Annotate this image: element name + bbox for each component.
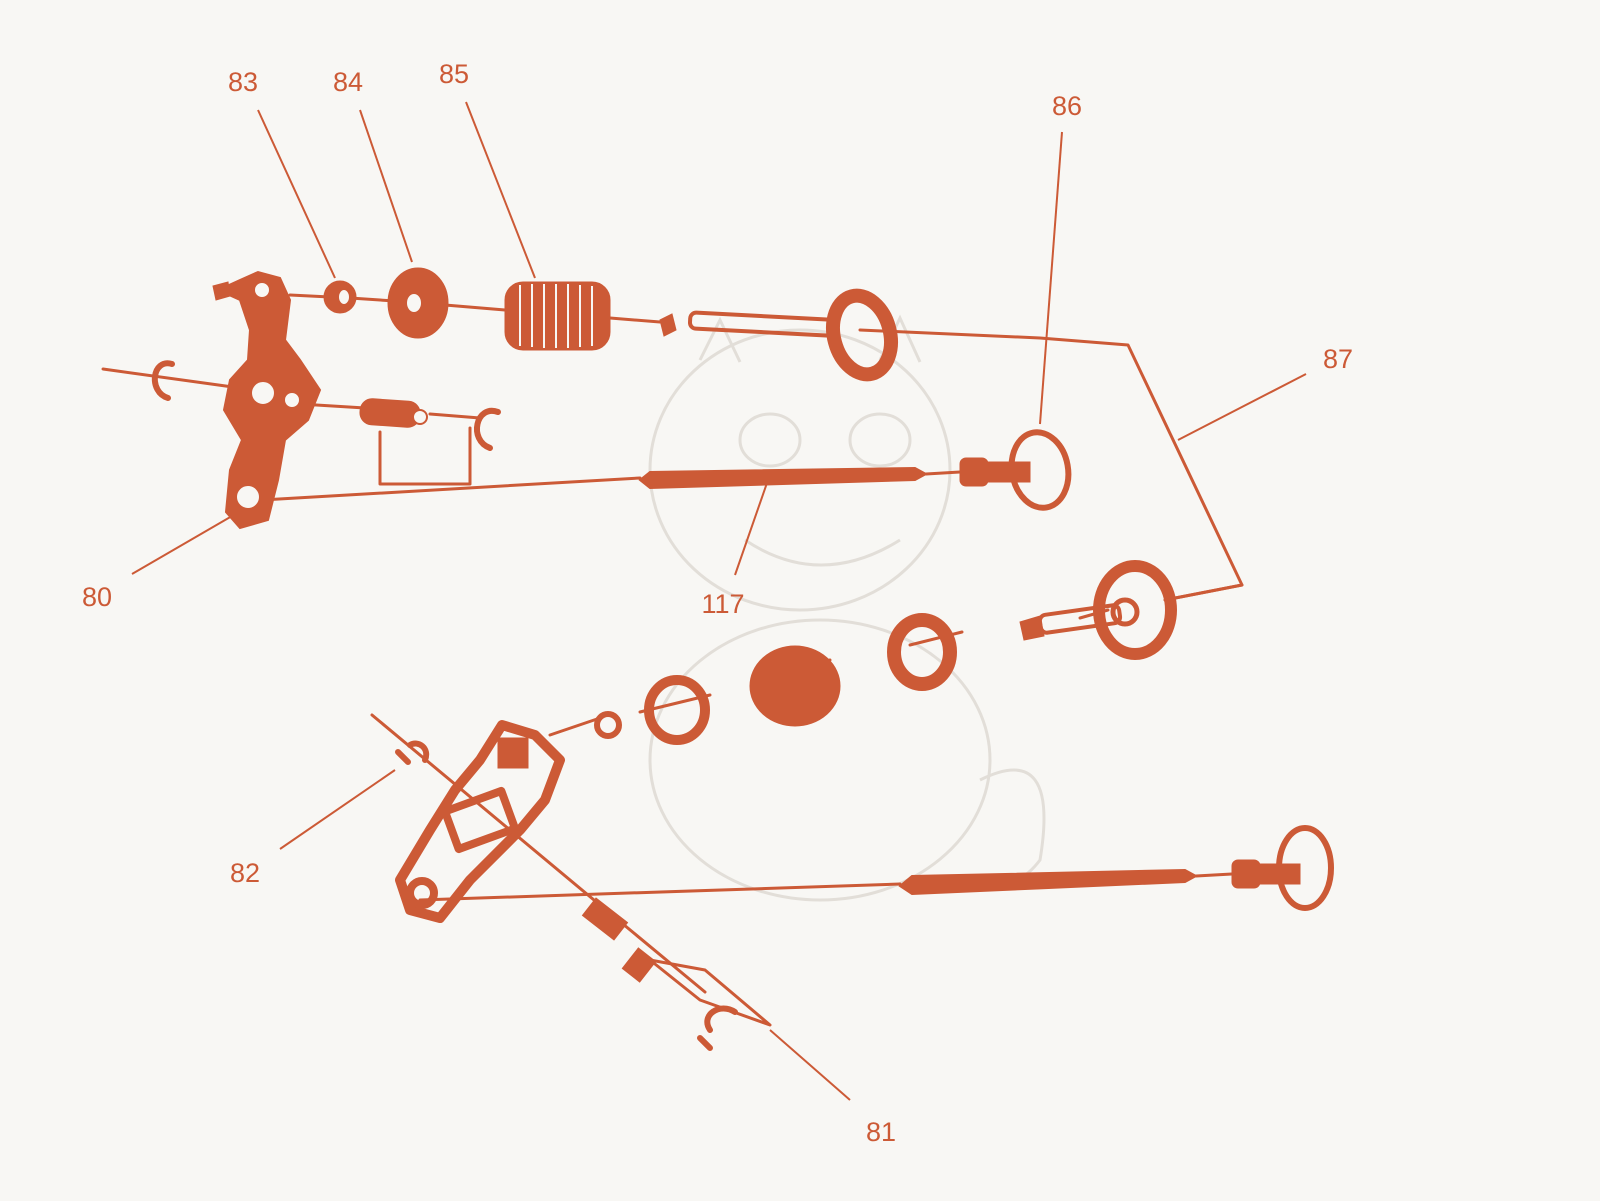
leader-84	[359, 109, 413, 263]
leader-86	[1039, 131, 1063, 425]
leader-81	[769, 1029, 851, 1101]
leader-87	[1177, 373, 1307, 441]
callout-117: 117	[701, 589, 744, 619]
leader-82	[279, 769, 396, 850]
callout-83: 83	[228, 67, 258, 97]
upper-assembly	[101, 267, 1244, 602]
callout-82: 82	[230, 858, 260, 888]
leader-lines	[131, 101, 1307, 1101]
spring-85	[504, 281, 611, 351]
lower-assembly	[370, 560, 1334, 1051]
callout-85: 85	[439, 59, 469, 89]
callout-labels: 83 84 85 86 87 117 80 82 81	[82, 59, 1353, 1147]
callout-86: 86	[1052, 91, 1082, 121]
leader-117	[734, 479, 769, 576]
leader-83	[257, 109, 336, 279]
leader-80	[131, 515, 233, 575]
bracket-80	[212, 270, 322, 530]
callout-80: 80	[82, 582, 112, 612]
leader-85	[465, 101, 536, 279]
callout-84: 84	[333, 67, 363, 97]
callout-87: 87	[1323, 344, 1353, 374]
callout-81: 81	[866, 1117, 896, 1147]
